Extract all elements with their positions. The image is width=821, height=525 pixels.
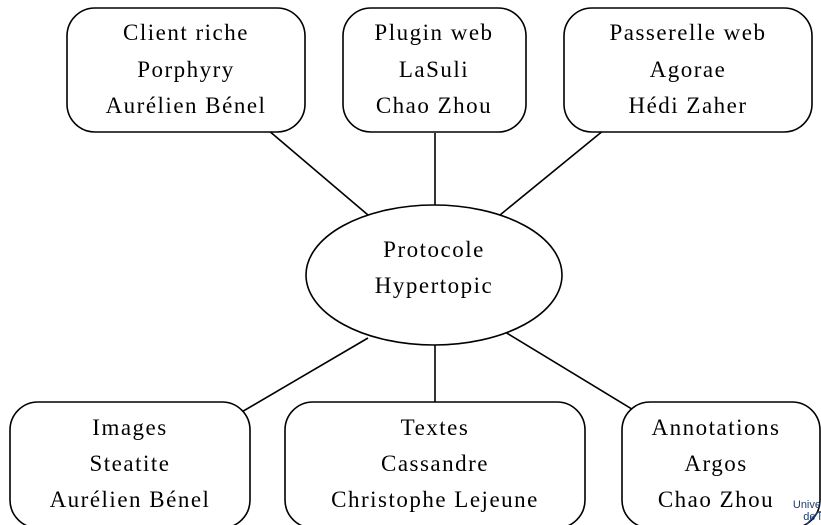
node-passerelle-web: Passerelle web Agorae Hédi Zaher: [563, 7, 813, 133]
node-line-2: Agorae: [650, 57, 727, 82]
edge-center-images: [227, 337, 369, 421]
node-textes: Textes Cassandre Christophe Lejeune: [284, 401, 586, 525]
logo-mark-icon: [805, 511, 821, 525]
university-logo: Unive de l: [793, 499, 821, 525]
node-line-1: Plugin web: [374, 20, 493, 45]
logo-line-1: Unive: [793, 499, 821, 511]
edge-center-annotations: [504, 331, 651, 421]
node-line-1: Annotations: [652, 415, 781, 440]
logo-line-2: de l: [803, 511, 821, 523]
node-box: [342, 7, 527, 133]
node-line-1: Passerelle web: [609, 20, 766, 45]
node-line-2: Argos: [684, 451, 747, 476]
node-line-3: Aurélien Bénel: [50, 487, 211, 512]
node-line-2: Steatite: [90, 451, 171, 476]
node-line-3: Chao Zhou: [658, 487, 774, 512]
node-line-2: LaSuli: [399, 57, 469, 82]
node-line-3: Hédi Zaher: [628, 93, 747, 118]
node-box: [66, 7, 306, 133]
node-box: [563, 7, 813, 133]
node-box: [621, 401, 821, 525]
node-line-3: Christophe Lejeune: [331, 487, 539, 512]
node-line-1: Images: [92, 415, 167, 440]
edge-center-passerelle-web: [499, 129, 605, 216]
node-plugin-web: Plugin web LaSuli Chao Zhou: [342, 7, 527, 133]
center-line-1: Protocole: [383, 237, 485, 262]
node-line-3: Aurélien Bénel: [106, 93, 267, 118]
node-annotations: Annotations Argos Chao Zhou: [621, 401, 821, 525]
node-images: Images Steatite Aurélien Bénel: [9, 401, 251, 525]
node-line-1: Client riche: [123, 20, 249, 45]
node-box: [284, 401, 586, 525]
node-box: [9, 401, 251, 525]
node-line-1: Textes: [401, 415, 470, 440]
center-ellipse: [305, 204, 563, 346]
edges: [227, 129, 651, 421]
center-node: Protocole Hypertopic: [305, 204, 563, 346]
node-line-2: Cassandre: [381, 451, 489, 476]
center-line-2: Hypertopic: [375, 273, 493, 298]
node-line-3: Chao Zhou: [376, 93, 492, 118]
node-client-riche: Client riche Porphyry Aurélien Bénel: [66, 7, 306, 133]
node-line-2: Porphyry: [137, 57, 235, 82]
edge-center-client-riche: [267, 129, 369, 216]
